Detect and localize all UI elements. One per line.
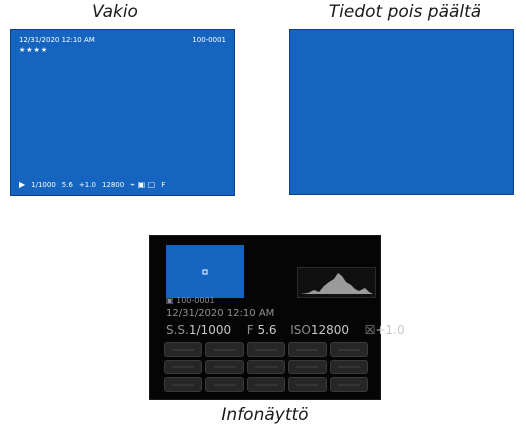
histogram-icon: [297, 267, 376, 298]
camera-settings-grid: [164, 342, 368, 392]
settings-cell: [164, 342, 203, 357]
standard-format: F: [161, 180, 166, 189]
frame-number-value: 100-0001: [176, 296, 215, 305]
exposure-comp-value: +1.0: [375, 323, 405, 337]
standard-iso: 12800: [101, 180, 125, 189]
settings-cell: [205, 377, 244, 392]
caption-info-display: Infonäyttö: [221, 405, 309, 425]
settings-cell: [329, 342, 368, 357]
focus-point-icon: [202, 269, 208, 274]
caption-info-off: Tiedot pois päältä: [328, 2, 482, 22]
aperture-label: F: [246, 323, 254, 337]
settings-cell: [246, 377, 286, 392]
settings-cell: [288, 342, 327, 357]
info-off-screen: [289, 29, 514, 195]
iso-label: ISO: [290, 323, 311, 337]
exposure-comp-icon: ☒: [364, 323, 376, 337]
standard-aperture: 5.6: [61, 180, 73, 189]
standard-exposure: +1.0: [78, 180, 96, 189]
settings-cell: [246, 342, 286, 357]
card-slot-icon: ▣: [166, 296, 174, 305]
settings-cell: [329, 359, 368, 375]
standard-frame-number: 100-0001: [192, 36, 226, 44]
standard-rating: ★★★★: [19, 46, 49, 54]
info-frame-number: ▣ 100-0001: [166, 297, 215, 305]
info-display-panel: ▣ 100-0001 12/31/2020 12:10 AM S.S.1/100…: [149, 235, 405, 400]
iso-value: 12800: [310, 323, 350, 337]
info-datetime: 12/31/2020 12:10 AM: [166, 308, 275, 319]
status-icons: ⌁ ▣ ▢: [130, 180, 156, 189]
shutter-value: 1/1000: [188, 323, 232, 337]
caption-standard: Vakio: [92, 2, 138, 22]
standard-datetime: 12/31/2020 12:10 AM: [19, 36, 95, 44]
standard-display-screen: 12/31/2020 12:10 AM ★★★★ 100-0001 ▶ 1/10…: [10, 29, 235, 196]
settings-cell: [205, 342, 244, 357]
settings-cell: [329, 377, 368, 392]
settings-cell: [288, 377, 327, 392]
aperture-value: 5.6: [257, 323, 277, 337]
settings-cell: [205, 359, 244, 375]
standard-bottom-status: ▶ 1/1000 5.6 +1.0 12800 ⌁ ▣ ▢ F: [19, 181, 226, 189]
info-exposure-row: S.S.1/1000 F 5.6 ISO12800 ☒+1.0: [166, 324, 405, 336]
settings-cell: [246, 359, 286, 375]
shutter-label: S.S.: [166, 323, 189, 337]
settings-cell: [164, 359, 203, 375]
settings-cell: [164, 377, 203, 392]
info-thumbnail: [166, 245, 244, 298]
settings-cell: [288, 359, 327, 375]
play-icon: ▶: [19, 180, 26, 189]
standard-shutter: 1/1000: [31, 180, 56, 189]
